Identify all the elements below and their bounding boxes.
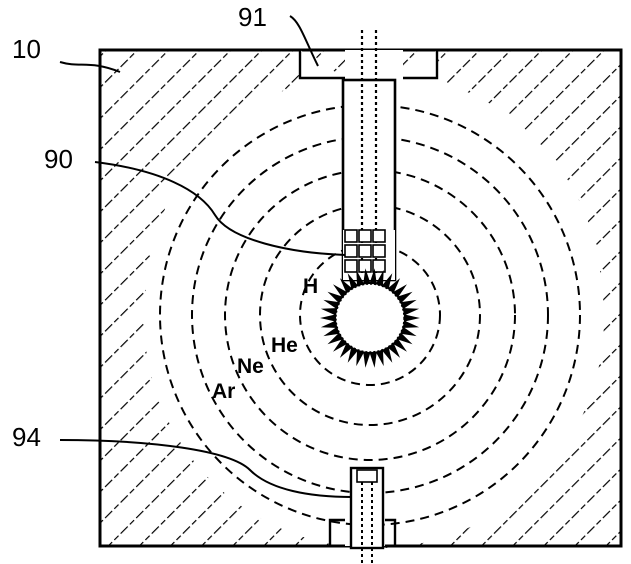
label-91: 91 xyxy=(238,2,267,32)
leader-94 xyxy=(59,439,353,498)
leader-10 xyxy=(59,61,121,73)
ring-5 xyxy=(159,104,581,526)
ring-4 xyxy=(191,136,549,494)
bottom-element xyxy=(349,466,385,564)
label-90: 90 xyxy=(44,144,73,174)
leader-91 xyxy=(289,15,319,67)
ring-1 xyxy=(299,244,441,386)
leader-90 xyxy=(94,161,346,256)
gas-label-ar: Ar xyxy=(212,380,235,403)
tip-grid xyxy=(344,229,386,273)
top-rebate xyxy=(298,50,439,80)
label-94: 94 xyxy=(12,422,41,452)
gas-label-he: He xyxy=(271,334,298,357)
label-10: 10 xyxy=(12,34,41,64)
gas-label-h: H xyxy=(303,275,318,298)
gas-label-ne: Ne xyxy=(237,355,264,378)
leader-lines xyxy=(59,15,353,498)
housing-block xyxy=(100,50,621,549)
central-particle xyxy=(320,268,420,368)
